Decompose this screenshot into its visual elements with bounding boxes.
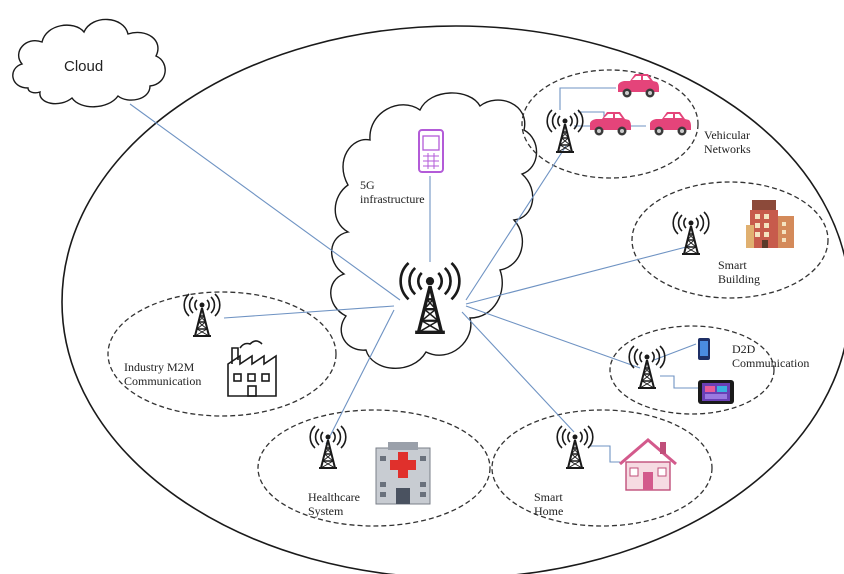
label-line: Communication bbox=[124, 374, 202, 388]
home-tower-icon bbox=[556, 425, 594, 469]
smartphone-icon bbox=[698, 338, 710, 360]
label-line: Vehicular bbox=[704, 128, 750, 142]
vehicular-networks-label: Vehicular Networks bbox=[704, 128, 751, 156]
industry-m2m-label: Industry M2M Communication bbox=[124, 360, 201, 388]
building-tower-icon bbox=[672, 211, 710, 255]
smart-building-zone bbox=[631, 181, 829, 299]
label-line: infrastructure bbox=[360, 192, 425, 206]
label-line: Communication bbox=[732, 356, 810, 370]
iot-boundary-ellipse bbox=[61, 25, 844, 574]
d2d-communication-label: D2D Communication bbox=[732, 342, 809, 370]
healthcare-tower-icon bbox=[309, 425, 347, 469]
label-line: Home bbox=[534, 504, 564, 518]
cloud-label: Cloud bbox=[64, 58, 104, 75]
d2d-tower-icon bbox=[628, 345, 666, 389]
building-icon bbox=[746, 200, 794, 248]
healthcare-zone bbox=[257, 409, 491, 527]
smart-home-zone bbox=[491, 409, 713, 527]
label-line: Building bbox=[718, 272, 761, 286]
label-line: D2D bbox=[732, 342, 756, 356]
label-line: 5G bbox=[360, 178, 375, 192]
label-line: Networks bbox=[704, 142, 751, 156]
link-lines bbox=[129, 87, 698, 463]
5g-infrastructure-label: 5G infrastructure bbox=[360, 178, 425, 206]
car-icon bbox=[590, 112, 631, 136]
smart-building-label: Smart Building bbox=[718, 258, 760, 286]
car-icon bbox=[650, 112, 691, 136]
tablet-icon bbox=[698, 380, 734, 404]
vehicular-tower-icon bbox=[546, 109, 584, 153]
industry-tower-icon bbox=[183, 293, 221, 337]
label-line: Smart bbox=[718, 258, 747, 272]
label-line: Industry M2M bbox=[124, 360, 195, 374]
smartphone-icon bbox=[418, 129, 444, 173]
d2d-communication-zone bbox=[609, 325, 775, 415]
cloud-icon bbox=[12, 18, 166, 108]
hospital-icon bbox=[375, 442, 431, 505]
label-line: Smart bbox=[534, 490, 563, 504]
house-icon bbox=[619, 438, 677, 491]
car-icon bbox=[618, 74, 659, 98]
factory-icon bbox=[227, 340, 277, 397]
label-line: Healthcare bbox=[308, 490, 360, 504]
vehicular-network-zone bbox=[521, 69, 699, 179]
label-line: System bbox=[308, 504, 344, 518]
healthcare-system-label: Healthcare System bbox=[308, 490, 360, 518]
smart-home-label: Smart Home bbox=[534, 490, 563, 518]
industry-m2m-zone bbox=[107, 291, 337, 417]
